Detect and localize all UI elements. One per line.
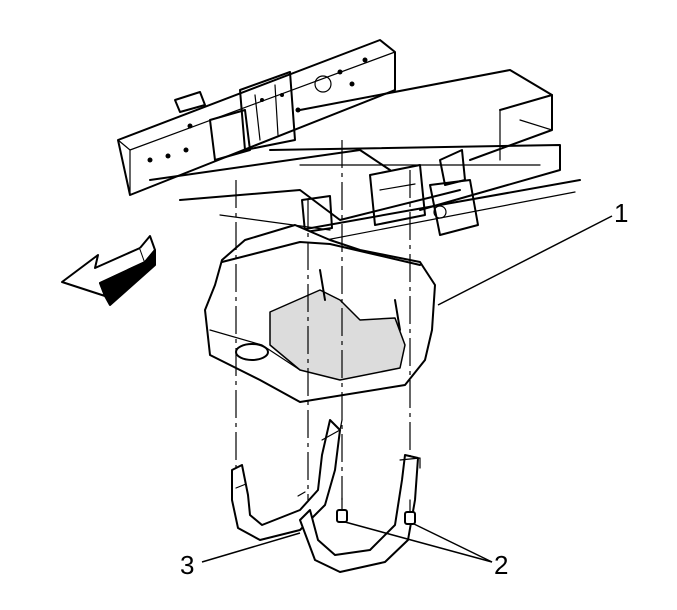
strap-bolts [336,497,416,525]
alignment-lines [235,140,411,510]
bolt-left [336,497,348,523]
callout-1: 1 [614,198,628,228]
bolt-right [404,499,416,525]
callout-2: 2 [494,550,508,580]
fuel-tank-straps [231,419,421,573]
front-direction-arrow-icon [61,235,156,306]
fuel-tank [204,224,436,403]
vehicle-frame [117,39,581,246]
callout-3: 3 [180,550,194,580]
frame-holes [147,57,368,163]
leader-lines [201,215,613,563]
